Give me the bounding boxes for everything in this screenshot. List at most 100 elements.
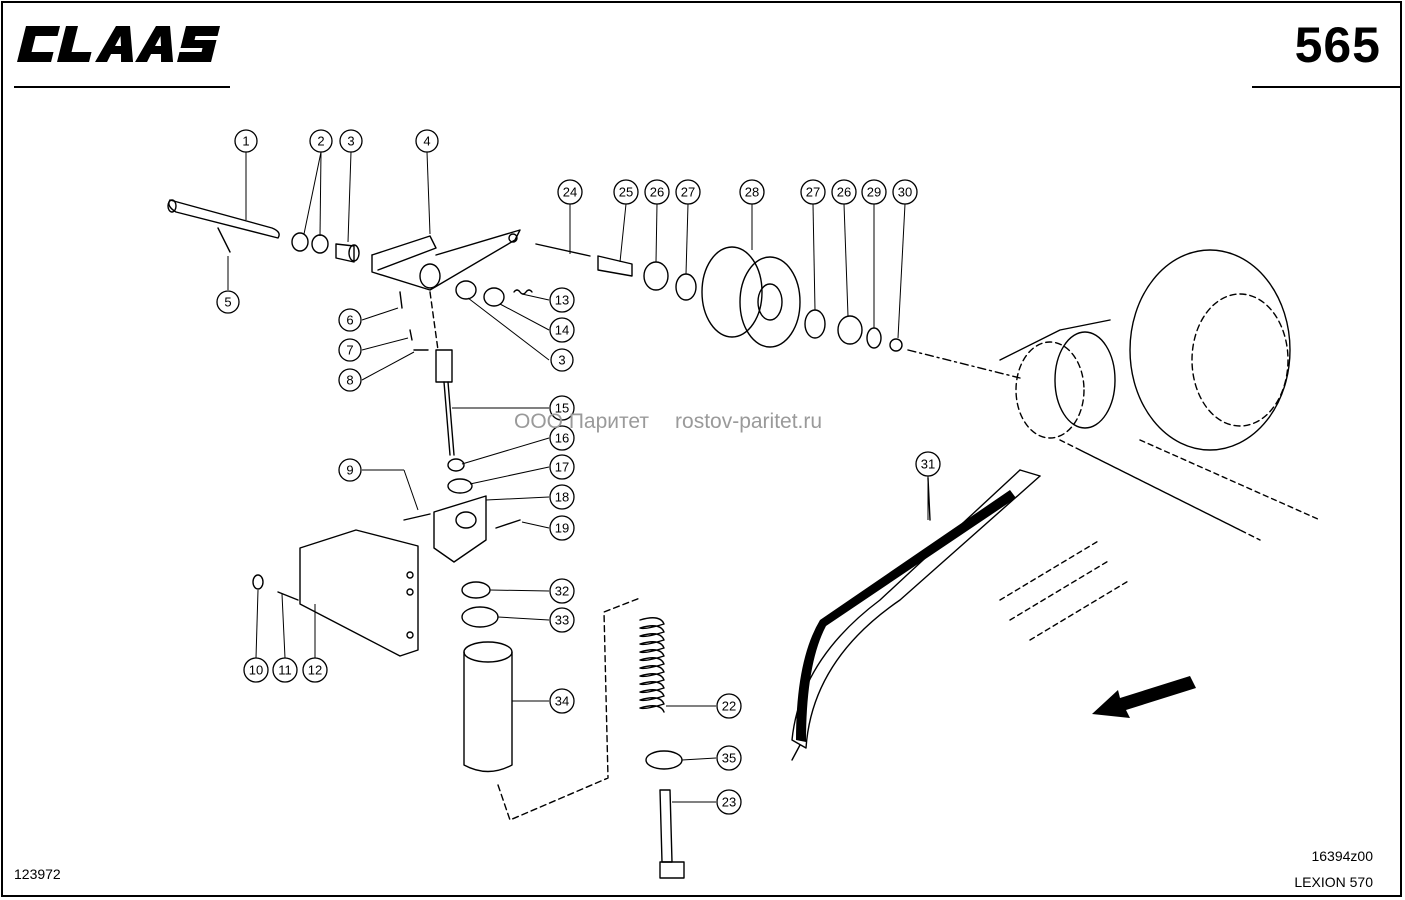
svg-text:8: 8 [346,373,353,388]
claas-logo [17,26,221,62]
svg-text:5: 5 [224,295,231,310]
svg-text:29: 29 [867,185,881,200]
callout-29: 29 [861,179,887,205]
drawing-id: 123972 [14,866,61,882]
svg-text:32: 32 [555,584,569,599]
callout-19: 19 [549,515,575,541]
bushing-part [335,243,360,263]
callout-23: 23 [716,789,742,815]
callout-30: 30 [892,179,918,205]
callout-33: 33 [549,607,575,633]
circlip-part [675,273,697,301]
svg-text:26: 26 [650,185,664,200]
callout-25: 25 [613,179,639,205]
model-name: LEXION 570 [1294,874,1373,890]
svg-text:15: 15 [555,401,569,416]
bushing-part [455,280,477,300]
circlip-part [804,309,826,339]
svg-text:30: 30 [898,185,912,200]
belt-band [796,490,1016,742]
callout-5: 5 [216,290,240,314]
svg-text:14: 14 [555,323,569,338]
svg-text:27: 27 [681,185,695,200]
drive-belt-part [791,249,1321,761]
callout-6: 6 [338,308,362,332]
washer-part [447,478,473,494]
watermark-company: ООО Паритет [514,410,650,433]
callout-24: 24 [557,179,583,205]
svg-text:23: 23 [722,795,736,810]
shaft-part [167,199,280,239]
callout-14: 14 [549,317,575,343]
reference-code: 16394z00 [1311,848,1373,864]
svg-text:17: 17 [555,460,569,475]
callout-31: 31 [915,451,941,477]
callout-8: 8 [338,368,362,392]
callout-34: 34 [549,688,575,714]
callout-12: 12 [302,657,328,683]
callout-10: 10 [243,657,269,683]
callout-22: 22 [716,693,742,719]
circlip-part [866,327,882,349]
callout-28: 28 [739,179,765,205]
svg-text:16: 16 [555,431,569,446]
header-rule-left [14,86,230,88]
tube-part [463,641,513,773]
bolt-part [277,591,299,601]
callout-26: 26 [644,179,670,205]
callout-27b: 27 [800,179,826,205]
svg-text:34: 34 [555,694,569,709]
callout-18: 18 [549,484,575,510]
pin-part [217,227,231,253]
nut-part [889,338,903,352]
svg-text:24: 24 [563,185,577,200]
callout-16: 16 [549,425,575,451]
callout-11: 11 [272,657,298,683]
svg-text:18: 18 [555,490,569,505]
ring-part [461,606,499,628]
callout-26b: 26 [831,179,857,205]
callout-1: 1 [234,129,258,153]
svg-text:9: 9 [346,463,353,478]
bushing-part [483,287,505,307]
washer-part [252,574,264,590]
long-bolt-part [659,789,685,879]
spacer-part [597,255,633,277]
bracket-part [433,495,487,563]
callout-2: 2 [309,129,333,153]
spring-small-part [513,289,533,295]
svg-text:7: 7 [346,343,353,358]
washer-part [645,750,683,770]
split-pin-part [409,329,413,341]
callout-9: 9 [338,458,362,482]
washer-part [291,232,309,252]
callout-17: 17 [549,454,575,480]
cap-part [461,581,491,599]
bearing-part [837,315,863,345]
svg-text:13: 13 [555,293,569,308]
watermark-site: rostov-paritet.ru [675,410,823,433]
svg-text:19: 19 [555,521,569,536]
rod-part [435,349,455,456]
svg-text:1: 1 [242,134,249,149]
svg-text:4: 4 [423,134,430,149]
svg-text:22: 22 [722,699,736,714]
header-rule-right [1252,86,1402,88]
svg-text:3: 3 [558,353,565,368]
callout-3: 3 [339,129,363,153]
pulley-part [701,246,801,348]
svg-text:31: 31 [921,457,935,472]
page-number: 565 [1294,17,1381,73]
nut-part [447,458,465,472]
spring-part [639,617,665,713]
callout-4: 4 [415,129,439,153]
callout-13: 13 [549,287,575,313]
svg-text:27: 27 [806,185,820,200]
svg-text:25: 25 [619,185,633,200]
bolt-part [495,519,521,529]
bolt-part [535,243,591,257]
svg-text:28: 28 [745,185,759,200]
bearing-part [643,261,669,291]
